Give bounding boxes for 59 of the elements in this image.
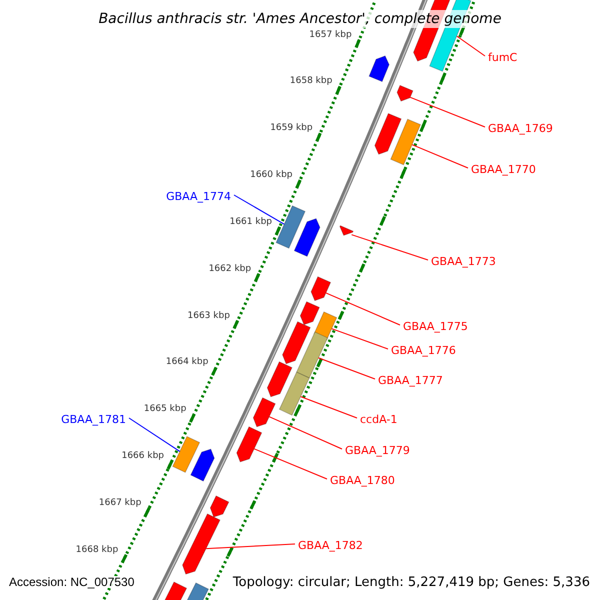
leader-line bbox=[410, 96, 486, 128]
gene-marker bbox=[390, 118, 422, 166]
scale-label: 1661 kbp bbox=[230, 218, 272, 227]
scale-label: 1659 kbp bbox=[270, 124, 313, 134]
gene-label: GBAA_1777 bbox=[378, 375, 443, 386]
gene-marker bbox=[294, 218, 320, 257]
gene-marker bbox=[296, 331, 328, 379]
leader-line bbox=[268, 416, 342, 450]
gene-label: GBAA_1779 bbox=[345, 445, 410, 456]
gene-marker bbox=[252, 397, 276, 428]
gene-marker bbox=[278, 372, 310, 416]
scale-label: 1660 kbp bbox=[250, 171, 292, 180]
gene-marker bbox=[210, 495, 230, 518]
leader-line bbox=[331, 328, 388, 350]
accession-text: Accession: NC_007530 bbox=[9, 576, 134, 588]
gene-marker bbox=[276, 205, 306, 249]
gene-label: GBAA_1775 bbox=[403, 321, 468, 332]
gene-label: GBAA_1780 bbox=[330, 475, 395, 486]
gene-label: ccdA-1 bbox=[360, 414, 398, 425]
leader-line bbox=[128, 418, 180, 452]
gene-marker bbox=[282, 321, 311, 364]
gene-label: GBAA_1774 bbox=[166, 191, 231, 202]
gene-label: fumC bbox=[488, 52, 518, 63]
gene-marker bbox=[374, 112, 402, 155]
gene-label: GBAA_1776 bbox=[391, 345, 456, 356]
scale-label: 1665 kbp bbox=[144, 405, 186, 414]
scale-label: 1666 kbp bbox=[122, 452, 164, 461]
leader-line bbox=[300, 396, 358, 418]
gene-marker bbox=[396, 84, 414, 102]
gene-label: GBAA_1781 bbox=[61, 414, 126, 425]
leader-line bbox=[206, 544, 296, 550]
leader-line bbox=[351, 234, 428, 260]
scale-label: 1668 kbp bbox=[76, 546, 118, 555]
gene-marker bbox=[172, 436, 200, 473]
genome-info-text: Topology: circular; Length: 5,227,419 bp; Genes: 5,336 bbox=[232, 576, 590, 589]
leader-line bbox=[254, 448, 328, 480]
gene-marker bbox=[236, 426, 262, 462]
scale-label: 1667 kbp bbox=[98, 498, 142, 508]
gene-marker bbox=[190, 448, 215, 482]
scale-label: 1658 kbp bbox=[290, 77, 332, 86]
gene-marker bbox=[339, 225, 354, 236]
leader-line bbox=[325, 292, 400, 326]
gene-marker bbox=[300, 301, 320, 326]
scale-label: 1663 kbp bbox=[188, 312, 230, 320]
scale-label: 1664 kbp bbox=[166, 358, 208, 368]
gene-marker bbox=[266, 361, 293, 398]
scale-label: 1662 kbp bbox=[208, 264, 252, 274]
gene-label: GBAA_1782 bbox=[298, 540, 363, 551]
gene-marker bbox=[310, 276, 332, 302]
scale-label: 1657 kbp bbox=[309, 30, 352, 40]
leader-line bbox=[412, 144, 468, 168]
leader-line bbox=[456, 36, 486, 56]
gene-label: GBAA_1773 bbox=[431, 256, 496, 267]
leader-line bbox=[318, 357, 376, 380]
gene-label: GBAA_1769 bbox=[488, 123, 553, 134]
gene-marker bbox=[368, 55, 390, 82]
gene-label: GBAA_1770 bbox=[471, 164, 536, 175]
leader-line bbox=[234, 194, 285, 225]
gene-marker bbox=[182, 513, 221, 575]
